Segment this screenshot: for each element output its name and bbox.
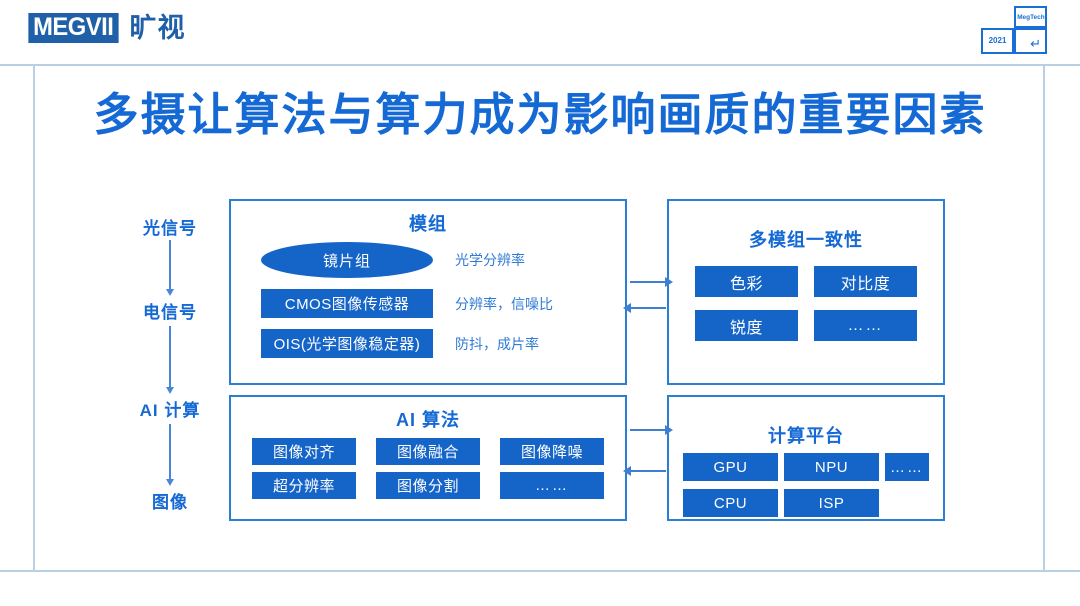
panel-ai-algorithm-title: AI 算法 bbox=[395, 410, 460, 430]
panel-multi-module-title: 多模组一致性 bbox=[749, 230, 863, 250]
module-note-lens-group: 光学分辨率 bbox=[455, 252, 525, 268]
multi-module-item-sharpness: 锐度 bbox=[695, 310, 798, 341]
frame-line-left bbox=[33, 66, 35, 572]
platform-item-placeholder bbox=[885, 489, 929, 517]
return-arrow-icon: ↵ bbox=[1030, 36, 1041, 51]
flow-arrow-down-2 bbox=[166, 326, 174, 394]
algo-item-image-denoise: 图像降噪 bbox=[500, 438, 604, 465]
megvii-logo: MEGVII 旷视 bbox=[26, 13, 186, 43]
panel-camera-module: 模组 镜片组 光学分辨率 CMOS图像传感器 分辨率，信噪比 OIS(光学图像稳… bbox=[229, 199, 627, 385]
badge-year-label: 2021 bbox=[988, 36, 1007, 45]
multi-module-item-more: …… bbox=[814, 310, 917, 341]
platform-item-gpu: GPU bbox=[683, 453, 778, 481]
panel-multi-module-consistency: 多模组一致性 色彩 对比度 锐度 …… bbox=[667, 199, 945, 385]
frame-line-right bbox=[1043, 66, 1045, 572]
module-note-cmos-sensor: 分辨率，信噪比 bbox=[455, 295, 553, 312]
megvii-wordmark: MEGVII bbox=[28, 13, 119, 43]
slide-header: MEGVII 旷视 MegTech 2021 ↵ bbox=[0, 0, 1080, 66]
algo-item-image-alignment: 图像对齐 bbox=[252, 438, 356, 465]
module-note-ois: 防抖，成片率 bbox=[455, 335, 539, 352]
megtech-conference-badge: MegTech 2021 ↵ bbox=[981, 6, 1047, 54]
badge-arrow-cell: ↵ bbox=[1014, 28, 1047, 54]
module-item-cmos-sensor: CMOS图像传感器 bbox=[261, 289, 433, 318]
ai-algorithm-item-grid: 图像对齐 图像融合 图像降噪 超分辨率 图像分割 …… bbox=[252, 438, 604, 499]
module-row-sensor: CMOS图像传感器 分辨率，信噪比 bbox=[231, 289, 625, 318]
panel-compute-platform: 计算平台 GPU NPU …… CPU ISP bbox=[667, 395, 945, 521]
connector-consistency-to-module bbox=[623, 303, 666, 313]
module-item-ois: OIS(光学图像稳定器) bbox=[261, 329, 433, 358]
platform-item-more: …… bbox=[885, 453, 929, 481]
multi-module-item-contrast: 对比度 bbox=[814, 266, 917, 297]
panel-camera-module-title: 模组 bbox=[409, 214, 447, 234]
megvii-chinese-name: 旷视 bbox=[129, 12, 186, 43]
module-item-lens-group: 镜片组 bbox=[261, 242, 433, 278]
multi-module-item-color: 色彩 bbox=[695, 266, 798, 297]
module-row-ois: OIS(光学图像稳定器) 防抖，成片率 bbox=[231, 329, 625, 358]
badge-year-cell: 2021 bbox=[981, 28, 1014, 54]
module-row-lens: 镜片组 光学分辨率 bbox=[231, 242, 625, 278]
frame-line-bottom bbox=[0, 570, 1080, 572]
platform-item-cpu: CPU bbox=[683, 489, 778, 517]
connector-module-to-consistency bbox=[630, 277, 673, 287]
page-title: 多摄让算法与算力成为影响画质的重要因素 bbox=[93, 89, 987, 140]
panel-ai-algorithm: AI 算法 图像对齐 图像融合 图像降噪 超分辨率 图像分割 …… bbox=[229, 395, 627, 521]
flow-step-optical-signal: 光信号 bbox=[143, 219, 197, 238]
platform-item-npu: NPU bbox=[784, 453, 879, 481]
signal-flow-column: 光信号 电信号 AI 计算 图像 bbox=[120, 200, 220, 520]
badge-brand-cell: MegTech bbox=[1014, 6, 1047, 28]
badge-brand-label: MegTech bbox=[1016, 13, 1045, 21]
algo-item-more: …… bbox=[500, 472, 604, 499]
flow-arrow-down-3 bbox=[166, 424, 174, 486]
flow-step-ai-compute: AI 计算 bbox=[139, 401, 201, 420]
connector-platform-to-algorithm bbox=[623, 466, 666, 476]
connector-algorithm-to-platform bbox=[630, 425, 673, 435]
compute-platform-item-grid: GPU NPU …… CPU ISP bbox=[683, 453, 929, 517]
platform-item-isp: ISP bbox=[784, 489, 879, 517]
algo-item-super-resolution: 超分辨率 bbox=[252, 472, 356, 499]
algo-item-image-fusion: 图像融合 bbox=[376, 438, 480, 465]
multi-module-item-grid: 色彩 对比度 锐度 …… bbox=[695, 266, 917, 341]
panel-compute-platform-title: 计算平台 bbox=[768, 426, 844, 446]
algo-item-image-segmentation: 图像分割 bbox=[376, 472, 480, 499]
flow-arrow-down-1 bbox=[166, 240, 174, 296]
flow-step-image: 图像 bbox=[152, 493, 188, 512]
flow-step-electrical-signal: 电信号 bbox=[143, 303, 197, 322]
